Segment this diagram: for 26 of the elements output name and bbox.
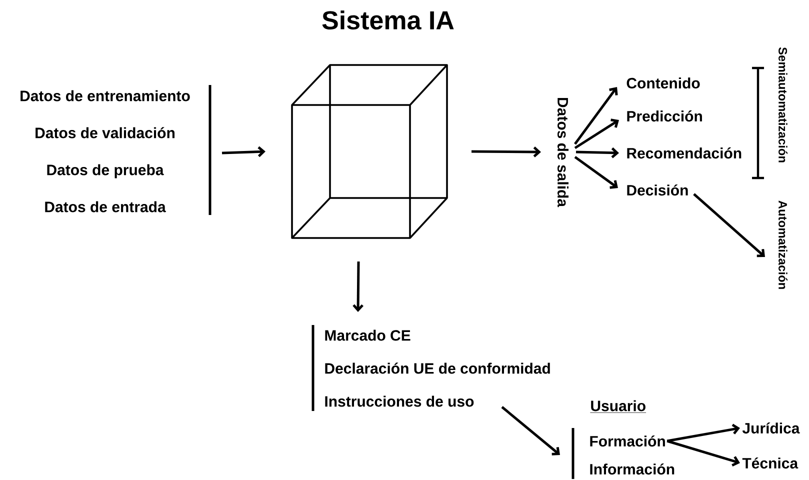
output-label: Jurídica — [742, 422, 800, 434]
arrow — [574, 118, 619, 150]
arrow — [472, 146, 541, 158]
output-label: Contenido — [626, 78, 700, 88]
bracketed-list: Datos de entrenamiento Datos de validación Datos de prueba Datos de entrada — [20, 85, 212, 215]
title: Sistema IA — [322, 10, 454, 30]
bracketed-list: Marcado CE Declaración UE de conformidad Instrucciones de uso — [312, 325, 550, 411]
arrow — [666, 440, 740, 466]
list-item: Formación — [590, 435, 665, 447]
output-label: Predicción — [627, 110, 702, 122]
arrow — [352, 262, 364, 312]
cube-drawing — [291, 64, 448, 239]
output-label: Decisión — [627, 184, 688, 196]
arrow — [693, 193, 765, 258]
arrow — [574, 156, 618, 189]
arrow — [501, 406, 560, 456]
arrow — [576, 147, 619, 158]
output-label: Técnica — [742, 457, 798, 469]
arrow — [222, 146, 266, 158]
output-label: Recomendación — [627, 147, 742, 159]
rotated-label: Semiautomatización — [778, 47, 788, 162]
arrow — [574, 87, 618, 145]
arrow — [666, 424, 740, 442]
rotated-label: Automatización — [778, 200, 788, 289]
list-item: Información — [590, 463, 674, 475]
rotated-label: Datos de salida — [558, 98, 568, 208]
